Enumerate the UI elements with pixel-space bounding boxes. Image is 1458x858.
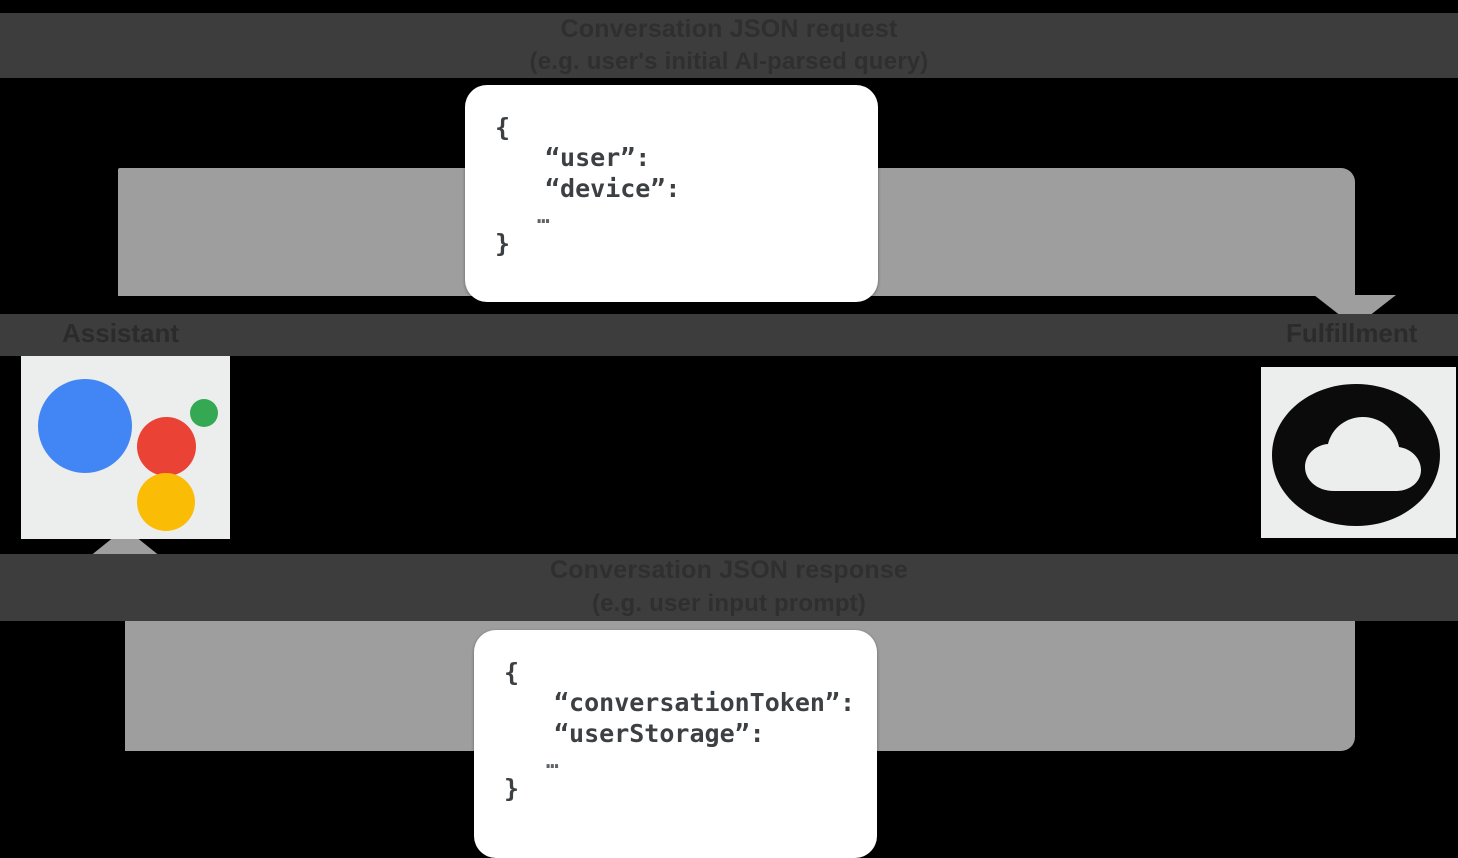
- response-label-strip: Conversation JSON response: [0, 554, 1458, 587]
- node-label-strip: [0, 314, 1458, 356]
- response-label: Conversation JSON response: [549, 556, 909, 584]
- json-line-open: {: [495, 113, 511, 142]
- response-sublabel-strip: (e.g. user input prompt): [0, 587, 1458, 621]
- json-line-open: {: [504, 658, 520, 687]
- json-line-ellipsis: …: [537, 203, 551, 228]
- request-json-card: { “user”: “device”: … }: [465, 85, 878, 302]
- request-sublabel: (e.g. user's initial AI-parsed query): [529, 47, 929, 75]
- google-assistant-icon-dot-yellow: [137, 473, 195, 531]
- response-sublabel: (e.g. user input prompt): [591, 590, 867, 617]
- request-label: Conversation JSON request: [560, 14, 898, 43]
- google-assistant-icon-dot-blue: [38, 379, 132, 473]
- google-assistant-icon-dot-green: [190, 399, 218, 427]
- google-assistant-icon-dot-red: [137, 417, 196, 476]
- json-line-user: “user”:: [545, 143, 651, 173]
- request-sublabel-strip: (e.g. user's initial AI-parsed query): [0, 45, 1458, 78]
- fulfillment-label: Fulfillment: [1286, 318, 1418, 348]
- json-line-ellipsis: …: [546, 748, 560, 773]
- response-json-card: { “conversationToken”: “userStorage”: … …: [474, 630, 877, 858]
- request-label-strip: Conversation JSON request: [0, 13, 1458, 45]
- json-line-user-storage: “userStorage”:: [554, 718, 765, 748]
- cloud-icon: [1272, 384, 1440, 526]
- json-line-device: “device”:: [545, 173, 681, 203]
- json-line-close: }: [495, 229, 511, 259]
- assistant-label: Assistant: [62, 318, 180, 348]
- json-line-conversation-token: “conversationToken”:: [554, 688, 856, 718]
- json-line-close: }: [504, 774, 520, 804]
